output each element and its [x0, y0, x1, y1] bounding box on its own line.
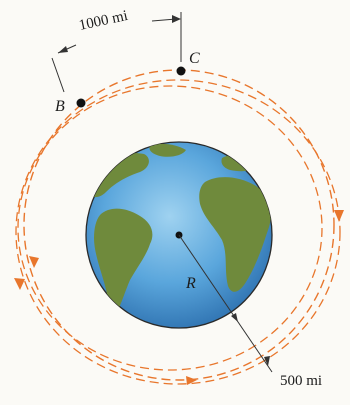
africa-landmass	[199, 177, 271, 292]
north-america-landmass	[86, 153, 149, 198]
point-b-label: B	[55, 98, 65, 115]
south-america-landmass	[94, 208, 153, 318]
transfer-orbit	[15, 79, 341, 385]
arrow-icon	[14, 210, 344, 385]
point-c-label: C	[189, 50, 200, 67]
dimension-arrows	[58, 15, 181, 53]
inner-orbit	[17, 85, 323, 371]
earth-globe-icon	[85, 141, 273, 329]
point-c-dot	[176, 66, 186, 76]
arc-distance-label: 1000 mi	[78, 8, 130, 34]
point-b-dot	[76, 98, 86, 108]
radius-dimension	[178, 234, 273, 373]
radius-label: R	[185, 275, 196, 292]
radius-arrows	[231, 313, 270, 366]
altitude-label: 500 mi	[280, 373, 322, 389]
greenland-landmass	[149, 143, 186, 157]
